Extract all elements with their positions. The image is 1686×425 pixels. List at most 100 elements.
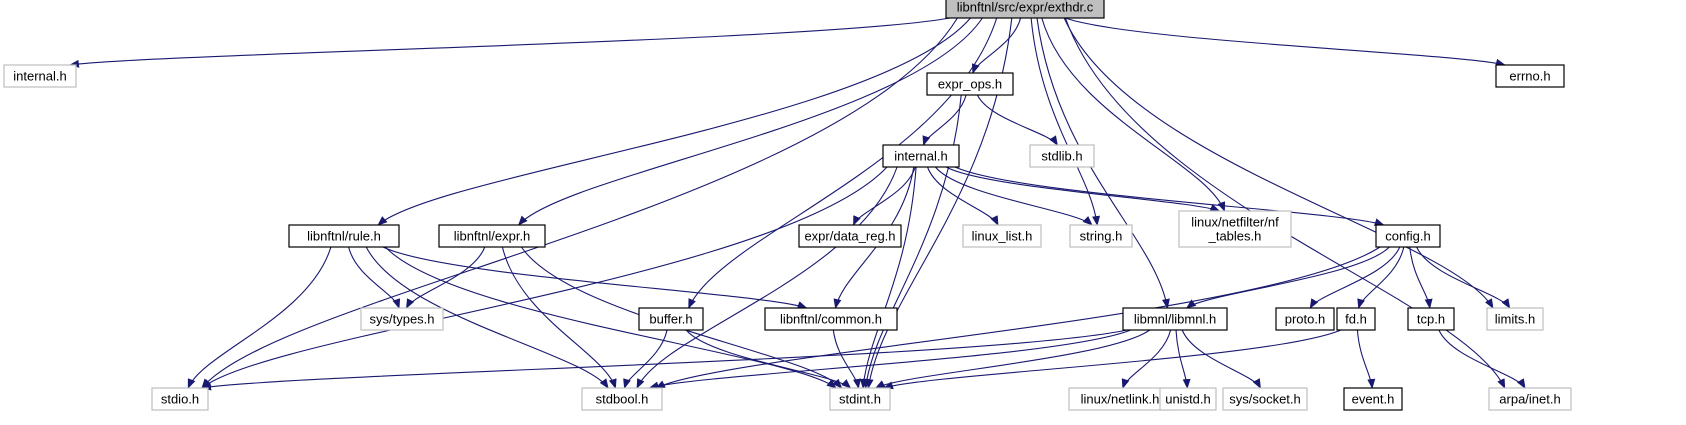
node-sys-types-h[interactable]: sys/types.h — [360, 307, 444, 331]
edge-arrow — [520, 246, 843, 389]
node-label: linux/netfilter/nf — [1191, 215, 1279, 230]
edge-arrow — [832, 329, 861, 389]
node-limits-h[interactable]: limits.h — [1486, 307, 1544, 331]
node-proto-h[interactable]: proto.h — [1275, 307, 1335, 331]
edge-internal-h-to-config-h — [954, 166, 1385, 226]
node-label: sys/socket.h — [1229, 392, 1301, 407]
node-expr-h[interactable]: libnftnl/expr.h — [438, 224, 546, 248]
node-label: stdio.h — [161, 392, 199, 407]
node-box — [1222, 387, 1308, 411]
node-label: _tables.h — [1208, 229, 1262, 244]
node-config-h[interactable]: config.h — [1375, 224, 1441, 248]
node-internal-h-top[interactable]: internal.h — [3, 64, 77, 88]
node-box — [638, 307, 704, 331]
edge-arrow — [365, 246, 609, 389]
node-stdint-h[interactable]: stdint.h — [829, 387, 891, 411]
edge-arrow — [934, 166, 1093, 226]
node-event-h[interactable]: event.h — [1343, 387, 1403, 411]
edge-root-to-string-h — [1030, 17, 1101, 226]
edge-config-h-to-proto-h — [1309, 246, 1401, 309]
edge-libmnl-h-to-stdio-h — [201, 329, 1128, 391]
node-stdbool-h[interactable]: stdbool.h — [581, 387, 663, 411]
node-label: expr_ops.h — [938, 77, 1002, 92]
node-nf-tables-h[interactable]: linux/netfilter/nf_tables.h — [1178, 210, 1292, 248]
edge-arrow — [655, 246, 1381, 389]
edge-arrow — [1185, 246, 1390, 309]
node-box — [945, 0, 1105, 19]
node-label: event.h — [1352, 392, 1395, 407]
node-data-reg-h[interactable]: expr/data_reg.h — [798, 224, 902, 248]
edge-root-to-expr-h — [517, 17, 983, 226]
node-box — [1029, 144, 1095, 168]
edge-buffer-h-to-stdint-h — [685, 329, 852, 389]
node-internal-h[interactable]: internal.h — [882, 144, 960, 168]
edge-arrow — [1036, 17, 1170, 309]
edge-arrow — [954, 166, 1385, 226]
node-box — [1407, 307, 1455, 331]
node-box — [926, 72, 1014, 96]
node-label: expr/data_reg.h — [804, 229, 895, 244]
edge-arrow — [501, 246, 617, 389]
edge-arrow — [406, 246, 486, 309]
edge-arrow — [648, 329, 1132, 390]
edge-arrow — [201, 166, 888, 389]
edge-arrow — [201, 17, 958, 389]
node-label: linux/netlink.h — [1081, 392, 1160, 407]
node-tcp-h[interactable]: tcp.h — [1407, 307, 1455, 331]
node-label: proto.h — [1285, 312, 1325, 327]
edge-libmnl-h-to-stdint-h — [874, 329, 1151, 389]
node-stdio-h[interactable]: stdio.h — [151, 387, 209, 411]
node-label: stdbool.h — [596, 392, 649, 407]
node-string-h[interactable]: string.h — [1069, 224, 1133, 248]
edge-arrow — [852, 166, 916, 226]
edge-arrow — [377, 17, 971, 226]
edge-arrow — [874, 329, 1151, 389]
edge-arrow — [1409, 246, 1433, 309]
node-common-h[interactable]: libnftnl/common.h — [764, 307, 898, 331]
node-rule-h[interactable]: libnftnl/rule.h — [288, 224, 400, 248]
edge-arrow — [187, 246, 332, 389]
node-box — [1495, 64, 1565, 88]
edge-config-h-to-limits-h — [1416, 246, 1511, 309]
node-linux-list-h[interactable]: linux_list.h — [962, 224, 1042, 248]
node-fd-h[interactable]: fd.h — [1336, 307, 1376, 331]
node-errno-h[interactable]: errno.h — [1495, 64, 1565, 88]
node-socket-h[interactable]: sys/socket.h — [1222, 387, 1308, 411]
node-buffer-h[interactable]: buffer.h — [638, 307, 704, 331]
edge-internal-h-to-stdint-h — [859, 166, 917, 389]
node-arpa-inet-h[interactable]: arpa/inet.h — [1488, 387, 1572, 411]
node-label: libmnl/libmnl.h — [1134, 312, 1216, 327]
node-netlink-h[interactable]: linux/netlink.h — [1068, 387, 1172, 411]
node-box — [1069, 224, 1133, 248]
edge-arrow — [623, 329, 668, 389]
node-box — [581, 387, 663, 411]
edge-rule-h-to-common-h — [382, 246, 808, 309]
edge-arrow — [384, 246, 837, 389]
edge-arrow — [382, 246, 808, 309]
node-box — [438, 224, 546, 248]
node-stdlib-h[interactable]: stdlib.h — [1029, 144, 1095, 168]
edge-fd-h-to-event-h — [1356, 329, 1376, 389]
edge-root-to-nf-tables-h — [1041, 17, 1226, 212]
edge-config-h-to-stdbool-h — [655, 246, 1381, 389]
edge-root-to-limits-h — [1063, 17, 1494, 309]
edge-rule-h-to-sys-types-h — [348, 246, 401, 309]
node-unistd-h[interactable]: unistd.h — [1159, 387, 1217, 411]
edge-internal-h-to-data-reg-h — [852, 166, 916, 226]
node-box — [1159, 387, 1217, 411]
edge-arrow — [1041, 17, 1226, 212]
node-expr-ops-h[interactable]: expr_ops.h — [926, 72, 1014, 96]
edge-internal-h-to-stdbool-h — [636, 166, 898, 389]
node-root[interactable]: libnftnl/src/expr/exthdr.c — [945, 0, 1105, 19]
node-libmnl-h[interactable]: libmnl/libmnl.h — [1122, 307, 1228, 331]
node-box — [288, 224, 400, 248]
edge-root-to-stdio-h — [201, 17, 958, 389]
node-box — [1488, 387, 1572, 411]
edge-tcp-h-to-arpa-inet-h — [1438, 329, 1526, 389]
node-label: string.h — [1080, 229, 1123, 244]
edge-rule-h-to-stdbool-h — [365, 246, 609, 389]
edge-libmnl-h-to-netlink-h — [1121, 329, 1172, 389]
edge-arrow — [922, 94, 967, 146]
edge-arrow — [1030, 17, 1101, 226]
